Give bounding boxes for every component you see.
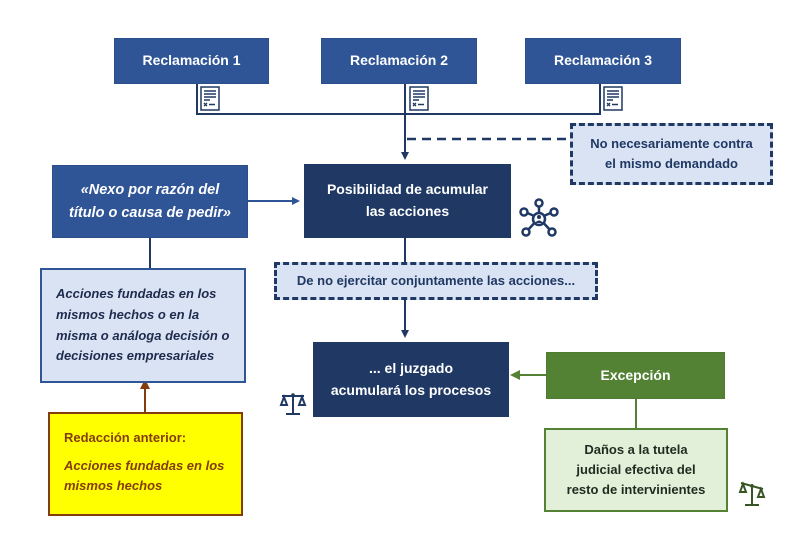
claims-bracket-line	[196, 84, 601, 115]
court-box: ... el juzgado acumulará los procesos	[313, 342, 509, 417]
grounds-line: misma o análoga decisión o	[56, 327, 230, 343]
claim-box-2: Reclamación 2	[321, 38, 477, 84]
main-line: las acciones	[365, 203, 450, 219]
note-line: el mismo demandado	[605, 156, 738, 171]
harm-line: judicial efectiva del	[576, 461, 696, 477]
claim-label: Reclamación 1	[142, 52, 241, 69]
nexus-line: título o causa de pedir»	[69, 204, 231, 221]
main-line: Posibilidad de acumular	[326, 181, 489, 198]
grounds-line: decisiones empresariales	[56, 348, 215, 364]
note-line: No necesariamente contra	[590, 135, 753, 151]
scales-tilted-icon	[738, 481, 766, 506]
previous-wording-title: Redacción anterior:	[64, 430, 187, 445]
condition-label: De no ejercitar conjuntamente las accion…	[296, 272, 576, 288]
grounds-box: Acciones fundadas en los mismos hechos o…	[40, 268, 246, 383]
claim-box-1: Reclamación 1	[114, 38, 269, 84]
court-line: acumulará los procesos	[330, 381, 492, 398]
harm-line: Daños a la tutela	[584, 441, 688, 457]
previous-wording-line: mismos hechos	[64, 478, 163, 494]
harm-line: resto de intervinientes	[566, 482, 706, 498]
claim-box-3: Reclamación 3	[525, 38, 681, 84]
grounds-line: Acciones fundadas en los	[56, 285, 217, 301]
nexus-box: «Nexo por razón del título o causa de pe…	[52, 165, 248, 238]
claim-label: Reclamación 2	[349, 52, 449, 69]
scales-icon	[279, 393, 307, 415]
harm-box: Daños a la tutela judicial efectiva del …	[544, 428, 728, 512]
document-icon	[603, 86, 623, 111]
grounds-line: mismos hechos o en la	[56, 306, 200, 322]
exception-label: Excepción	[600, 366, 671, 383]
claim-label: Reclamación 3	[553, 52, 653, 69]
court-line: ... el juzgado	[368, 359, 453, 376]
exception-box: Excepción	[546, 352, 725, 399]
nexus-line: «Nexo por razón del	[80, 182, 220, 199]
document-icon	[409, 86, 429, 111]
previous-wording-line: Acciones fundadas en los	[64, 458, 225, 474]
network-icon	[519, 198, 559, 237]
note-defendant-box: No necesariamente contra el mismo demand…	[570, 123, 773, 185]
document-icon	[200, 86, 220, 111]
condition-box: De no ejercitar conjuntamente las accion…	[274, 262, 598, 300]
main-box: Posibilidad de acumular las acciones	[304, 164, 511, 238]
previous-wording-box: Redacción anterior: Acciones fundadas en…	[48, 412, 243, 516]
